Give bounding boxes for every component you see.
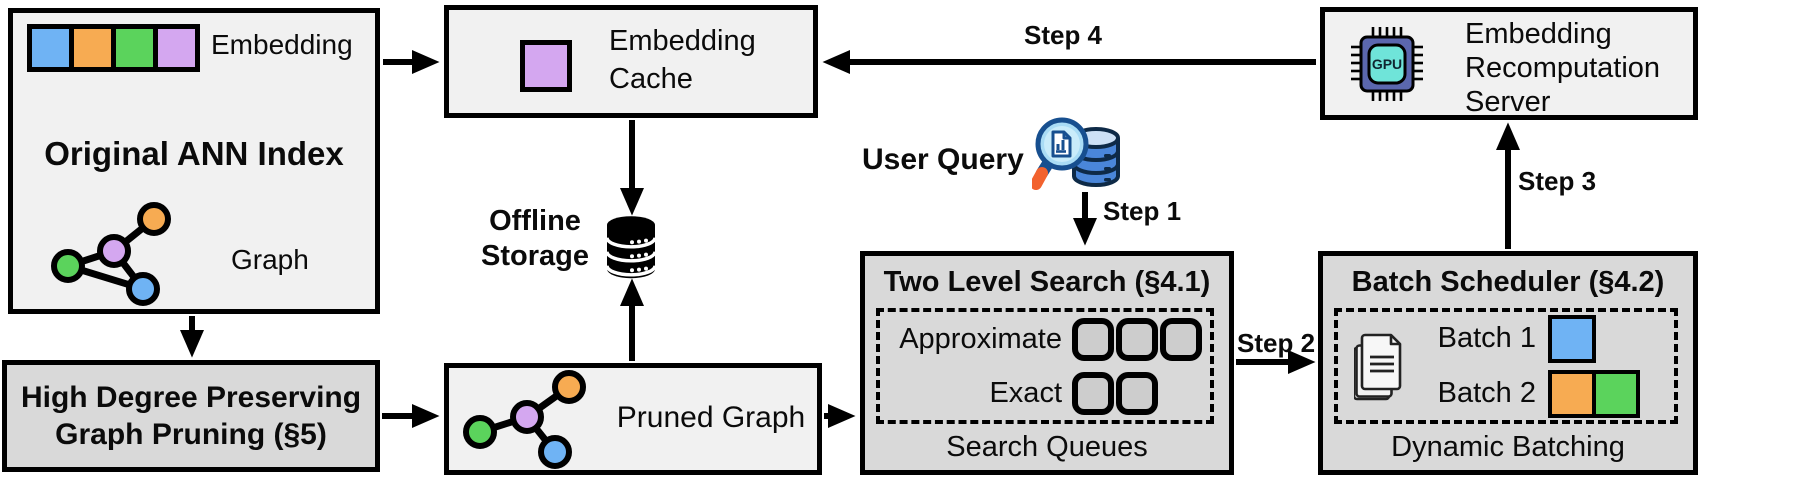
search-queues-label: Search Queues xyxy=(946,431,1148,463)
graph-node-purple xyxy=(97,234,131,268)
step-1-label: Step 1 xyxy=(1103,196,1182,226)
approximate-label: Approximate xyxy=(899,322,1062,355)
user-query-label: User Query xyxy=(862,143,1024,176)
batch-rows: Batch 1 Batch 2 xyxy=(1432,314,1640,418)
graph-node-orange xyxy=(552,370,586,404)
queue-slot xyxy=(1116,371,1158,415)
queue-slot xyxy=(1072,371,1114,415)
user-query-search-database-icon xyxy=(1032,117,1120,190)
step-4-label: Step 4 xyxy=(1023,20,1103,50)
batch-scheduler-box: Batch Scheduler (§4.2) Batch 1 xyxy=(1318,251,1698,475)
dynamic-batching-label: Dynamic Batching xyxy=(1391,431,1625,463)
graph-node-purple xyxy=(510,400,544,434)
exact-queue-slots xyxy=(1072,371,1158,415)
step-2-label: Step 2 xyxy=(1237,328,1316,358)
graph-node-orange xyxy=(137,202,171,236)
embedding-cell-purple xyxy=(158,29,195,67)
gpu-chip-icon: GPU xyxy=(1351,27,1423,101)
pruned-graph-icon xyxy=(463,370,586,469)
graph-pruning-box: High Degree Preserving Graph Pruning (§5… xyxy=(2,360,380,472)
approximate-queue-row: Approximate xyxy=(880,312,1210,366)
batch-2-items xyxy=(1548,369,1640,418)
two-level-search-box: Two Level Search (§4.1) Approximate Exac… xyxy=(860,251,1234,475)
recomputation-server-box: GPU Embedding Recomputation Server xyxy=(1320,7,1698,120)
graph-node-blue xyxy=(538,435,572,469)
step-3-label: Step 3 xyxy=(1518,166,1597,196)
queue-slot xyxy=(1072,317,1114,361)
offline-storage-database-icon xyxy=(605,216,657,279)
batch-item-green xyxy=(1596,373,1636,414)
embedding-cache-box: Embedding Cache xyxy=(444,5,818,118)
graph-node-blue xyxy=(126,272,160,306)
offline-storage-label: Offline Storage xyxy=(481,205,589,272)
embedding-vector-icon xyxy=(27,24,200,72)
batch-1-items xyxy=(1548,314,1596,363)
embedding-label: Embedding xyxy=(211,29,353,60)
exact-queue-row: Exact xyxy=(880,366,1210,420)
batch-scheduler-title: Batch Scheduler (§4.2) xyxy=(1351,266,1665,298)
gpu-chip-label: GPU xyxy=(1372,56,1402,72)
original-ann-index-box: Embedding Original ANN Index Graph xyxy=(8,8,380,314)
batch-2-row: Batch 2 xyxy=(1432,369,1640,418)
search-queues-container: Approximate Exact xyxy=(876,308,1214,424)
batch-1-row: Batch 1 xyxy=(1432,314,1640,363)
graph-node-green xyxy=(51,249,85,283)
recomputation-server-title: Embedding Recomputation Server xyxy=(1465,18,1661,119)
pruned-graph-title: Pruned Graph xyxy=(616,401,806,434)
batch-item-blue xyxy=(1552,318,1592,359)
original-ann-index-title: Original ANN Index xyxy=(44,135,344,172)
embedding-cell-orange xyxy=(74,29,111,67)
two-level-search-title: Two Level Search (§4.1) xyxy=(883,266,1211,298)
cached-embedding-icon xyxy=(520,40,572,92)
embedding-cell-blue xyxy=(32,29,69,67)
embedding-cache-title: Embedding Cache xyxy=(609,25,756,95)
queue-slot xyxy=(1160,317,1202,361)
approximate-queue-slots xyxy=(1072,317,1202,361)
graph-pruning-title: High Degree Preserving Graph Pruning (§5… xyxy=(20,380,362,452)
embedding-cell-green xyxy=(116,29,153,67)
documents-icon xyxy=(1354,333,1402,401)
ann-graph-icon xyxy=(51,202,171,306)
queue-slot xyxy=(1116,317,1158,361)
dynamic-batching-container: Batch 1 Batch 2 xyxy=(1334,308,1678,424)
graph-node-green xyxy=(463,415,497,449)
pruned-graph-box: Pruned Graph xyxy=(444,363,822,475)
batch-2-label: Batch 2 xyxy=(1437,377,1536,409)
graph-label: Graph xyxy=(231,244,309,275)
batch-1-label: Batch 1 xyxy=(1437,322,1536,354)
exact-label: Exact xyxy=(989,376,1062,409)
batch-item-orange xyxy=(1552,373,1592,414)
